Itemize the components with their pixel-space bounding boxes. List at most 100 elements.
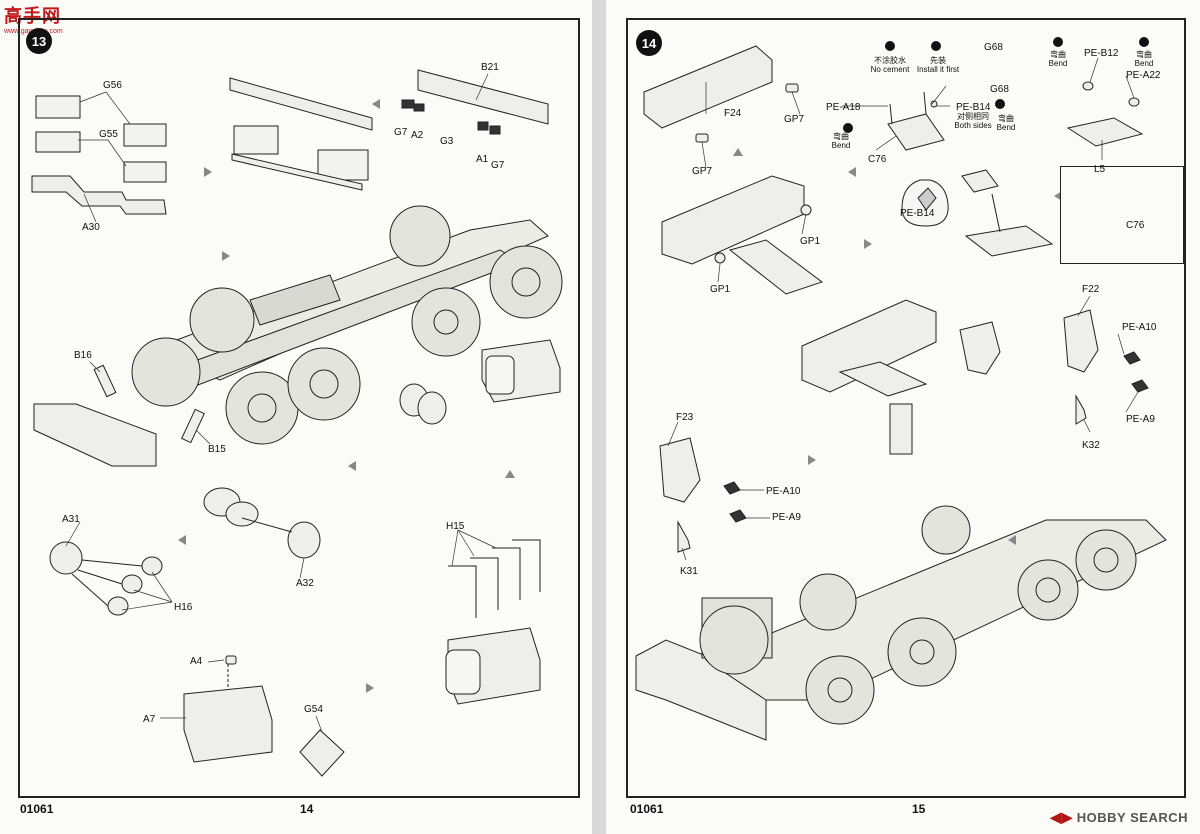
tool-box-parts <box>31 95 167 215</box>
note-both-sides: 对侧相同 Both sides <box>950 112 996 130</box>
step-number-13: 13 <box>26 28 52 54</box>
rear-bumper-assembly <box>33 364 205 467</box>
step-14-drawing <box>635 37 1167 741</box>
fuel-tank-a7 <box>183 655 345 777</box>
page-number-right: 15 <box>912 802 926 816</box>
fuel-tank-installed <box>481 339 561 403</box>
label-pe-a10-b: PE-A10 <box>766 486 801 497</box>
air-tank-a31-h16 <box>49 541 163 616</box>
fuel-tank-h15 <box>445 539 541 705</box>
label-f22: F22 <box>1082 284 1100 295</box>
label-g68-a: G68 <box>984 42 1003 53</box>
product-code-left: 01061 <box>20 802 54 816</box>
page-number-left: 14 <box>300 802 314 816</box>
note-install-first: 先装 Install it first <box>912 56 964 74</box>
label-gp7-b: GP7 <box>692 166 713 177</box>
label-pe-a9-b: PE-A9 <box>772 512 801 523</box>
note-bend-a22-en: Bend <box>1134 59 1154 68</box>
label-g7-a: G7 <box>394 127 408 138</box>
label-h15: H15 <box>446 521 465 532</box>
note-bend-a18-cn: 弯曲 <box>833 132 849 141</box>
label-f24: F24 <box>724 108 742 119</box>
label-k31: K31 <box>680 566 698 577</box>
hobby-search-logo-icon: ◀▶ <box>1050 809 1073 825</box>
label-pe-a18: PE-A18 <box>826 102 861 113</box>
instruction-page-15: 14 <box>606 0 1200 834</box>
note-bend-a18: 弯曲 Bend <box>828 132 854 150</box>
air-tanks <box>399 383 447 425</box>
rear-frame-assembly <box>229 77 373 191</box>
label-g68-b: G68 <box>990 84 1009 95</box>
step-13-drawing <box>31 69 563 777</box>
note-bend-b14: 弯曲 Bend <box>992 114 1020 132</box>
note-bend-b14-cn: 弯曲 <box>998 114 1014 123</box>
note-bend-b12-en: Bend <box>1048 59 1068 68</box>
assembly-arrows <box>733 148 1062 545</box>
label-f23: F23 <box>676 412 694 423</box>
label-pe-b14-a: PE-B14 <box>900 208 935 219</box>
instruction-page-14: 高手网 www.gaoshou.com 13 <box>0 0 592 834</box>
step-14-frame <box>626 18 1186 798</box>
step-f22 <box>1063 309 1149 425</box>
product-code-right: 01061 <box>630 802 664 816</box>
label-k32: K32 <box>1082 440 1100 451</box>
label-gp1-b: GP1 <box>710 284 731 295</box>
air-tank-a32 <box>203 487 321 559</box>
label-l5: L5 <box>1094 164 1106 175</box>
step-plate-c76 <box>887 91 945 151</box>
label-a32: A32 <box>296 578 314 589</box>
note-no-cement-en: No cement <box>870 65 910 74</box>
label-gp7-a: GP7 <box>784 114 805 125</box>
label-pe-a9-a: PE-A9 <box>1126 414 1155 425</box>
label-g54: G54 <box>304 704 323 715</box>
note-both-sides-en: Both sides <box>954 121 992 130</box>
label-a2: A2 <box>411 130 424 141</box>
note-no-cement-cn: 不涂胶水 <box>874 56 906 65</box>
truck-chassis-final <box>635 505 1167 741</box>
label-a4: A4 <box>190 656 203 667</box>
label-c76-b: C76 <box>1126 220 1145 231</box>
hobby-search-text: HOBBY SEARCH <box>1076 810 1188 825</box>
label-g55: G55 <box>99 129 118 140</box>
step-number-14: 14 <box>636 30 662 56</box>
label-pe-a22: PE-A22 <box>1126 70 1161 81</box>
note-bend-a18-en: Bend <box>831 141 851 150</box>
note-no-cement: 不涂胶水 No cement <box>866 56 914 74</box>
label-a1: A1 <box>476 154 489 165</box>
label-a7: A7 <box>143 714 156 725</box>
label-b15: B15 <box>208 444 226 455</box>
bumper-assembly-steps <box>801 299 1001 455</box>
truck-chassis <box>131 205 563 445</box>
label-a31: A31 <box>62 514 80 525</box>
hobby-search-watermark: ◀▶ HOBBY SEARCH <box>1050 809 1188 826</box>
front-bumper-f24 <box>643 45 799 143</box>
label-h16: H16 <box>174 602 193 613</box>
label-pe-b12: PE-B12 <box>1084 48 1119 59</box>
rear-bar-b21 <box>401 69 549 135</box>
label-g3: G3 <box>440 136 454 147</box>
label-c76-a: C76 <box>868 154 887 165</box>
inset-detail-box <box>1060 166 1184 264</box>
step-13-frame <box>18 18 580 798</box>
note-icons <box>843 37 1149 133</box>
label-pe-b14-b: PE-B14 <box>956 102 991 113</box>
note-install-first-en: Install it first <box>916 65 960 74</box>
pe-b14-detail <box>901 179 949 227</box>
note-bend-b12: 弯曲 Bend <box>1044 50 1072 68</box>
label-g56: G56 <box>103 80 122 91</box>
label-gp1-a: GP1 <box>800 236 821 247</box>
note-install-first-cn: 先装 <box>930 56 946 65</box>
note-bend-a22-cn: 弯曲 <box>1136 50 1152 59</box>
label-b21: B21 <box>481 62 499 73</box>
label-a30: A30 <box>82 222 100 233</box>
plate-l5 <box>1066 81 1144 147</box>
note-both-sides-cn: 对侧相同 <box>957 112 989 121</box>
callout-lines <box>65 73 497 733</box>
note-bend-b14-en: Bend <box>996 123 1016 132</box>
bumper-assembly-gp1 <box>661 175 824 295</box>
label-pe-a10-a: PE-A10 <box>1122 322 1157 333</box>
step-plate-middle <box>961 169 1054 257</box>
label-b16: B16 <box>74 350 92 361</box>
step-f23 <box>659 437 747 553</box>
note-bend-b12-cn: 弯曲 <box>1050 50 1066 59</box>
